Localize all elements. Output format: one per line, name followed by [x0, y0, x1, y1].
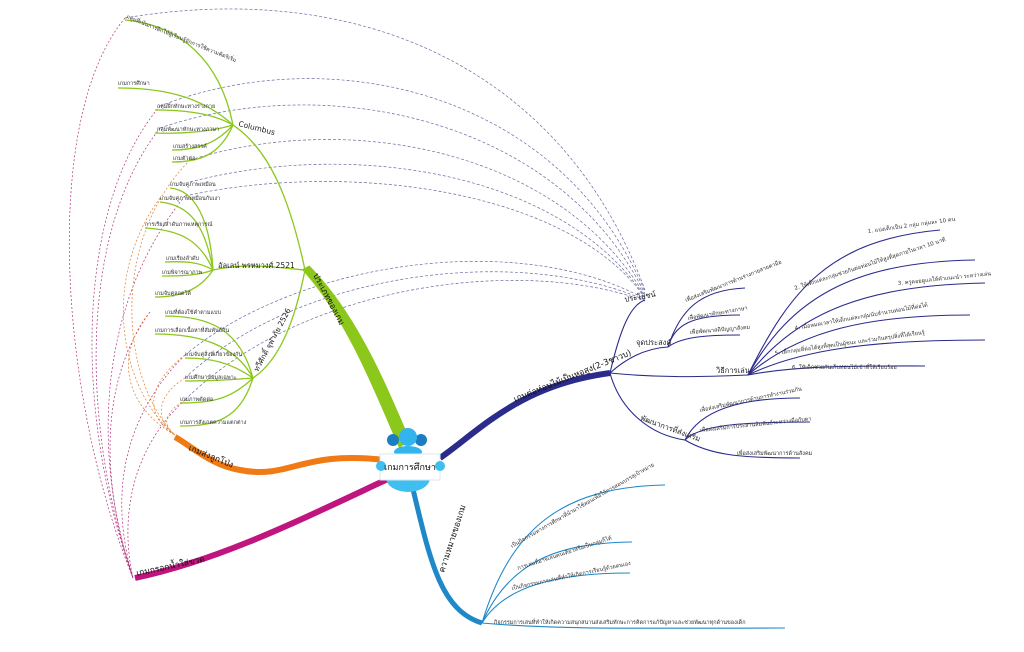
center-label: เกมการศึกษา	[384, 462, 436, 473]
meaning-label[interactable]: ความหมายของเกม	[437, 504, 468, 574]
list-item[interactable]: เพื่อพัฒนาทักษะทางภาษา	[687, 304, 748, 322]
list-item[interactable]: กลุ่มฝึกทักษะทางร่างกาย	[157, 103, 215, 110]
list-item[interactable]: เพื่อส่งเสริมการประสานสัมพันธ์ระหว่างมือ…	[699, 414, 811, 434]
objective-label[interactable]: จุดประสงค์	[636, 338, 671, 347]
list-item[interactable]: กลุ่มพัฒนาทักษะทางภาษา	[157, 126, 219, 133]
tower-label[interactable]: เกมต่อท่อนไม้เป็นหอสูง(2-3ชาวบ)	[512, 346, 633, 404]
columbus-items: กลุ่มที่เน้นการฝึกให้ผู้เรียนรู้จักการใช…	[118, 12, 238, 162]
list-item[interactable]: 1. แบ่งเด็กเป็น 2 กลุ่ม กลุ่มละ 10 คน	[867, 215, 956, 235]
list-item[interactable]: เกมพิจารณาภาพ	[162, 269, 203, 276]
branch-meaning	[409, 484, 483, 626]
list-item[interactable]: เกมการศึกษา	[118, 80, 150, 87]
list-item[interactable]: เกมภาพตัดต่อ	[180, 396, 213, 403]
tower-subbranches	[609, 229, 986, 459]
list-item[interactable]: เกมศึกษาข้อมูลเฉพาะ	[185, 374, 237, 381]
list-item[interactable]: เกมการเลือกเนื้อหาที่สัมพันธ์กัน	[155, 326, 229, 334]
types-label[interactable]: ประเภทของเกม	[310, 272, 346, 327]
benefit-label[interactable]: ประโยชน์	[624, 290, 657, 304]
meaning-subbranches	[481, 484, 786, 629]
howto-label[interactable]: วิธีการเล่น	[715, 366, 750, 375]
list-item[interactable]: เกมจับคู่ลอตโต้	[155, 289, 191, 297]
list-item[interactable]: เกมจับคู่ภาพเหมือน	[170, 181, 216, 188]
list-item[interactable]: เกมการสังเกตความแตกต่าง	[180, 419, 247, 426]
allen-label[interactable]: อัลเลน์ พรหมวงศ์ 2521	[218, 261, 295, 270]
relationship-lines	[69, 8, 646, 579]
branch-tower	[438, 370, 611, 461]
list-item[interactable]: เกมที่ต้องใช้คำตามแบบ	[165, 308, 222, 316]
list-item[interactable]: 4. เมื่อหมดเวลาให้เด็กแต่ละกลุ่มนับจำนวน…	[794, 301, 929, 332]
taweesak-items: เกมที่ต้องใช้คำตามแบบ เกมการเลือกเนื้อหา…	[155, 308, 247, 426]
list-item[interactable]: เกมจับคู่ภาพเหมือนกับเงา	[160, 195, 220, 202]
allen-items: เกมจับคู่ภาพเหมือน เกมจับคู่ภาพเหมือนกับ…	[145, 181, 220, 297]
balloon-label[interactable]: เกมส่งลูกโป่ง	[187, 443, 235, 471]
list-item[interactable]: การเรียงลำดับภาพเหตุการณ์	[145, 221, 213, 228]
list-item[interactable]: เกมจับคู่สิ่งที่เกี่ยวข้องกัน	[185, 350, 242, 358]
list-item[interactable]: เกมตัวต่อ	[173, 155, 195, 162]
list-item[interactable]: เพื่อส่งเสริมพัฒนาการด้านร่างกายสายตามือ	[684, 258, 783, 304]
branch-bottle	[134, 475, 392, 581]
columbus-label[interactable]: Columbus	[238, 119, 277, 137]
branch-balloon	[173, 434, 386, 476]
branch-types	[301, 265, 411, 448]
list-item[interactable]: เป็นกิจกรรมทางการศึกษาที่นำมาใช้สอนเพื่อ…	[509, 461, 656, 550]
bottle-label[interactable]: เกมกรอกน้ำใส่ขวด	[135, 553, 206, 579]
list-item[interactable]: เกมสร้างสรรค์	[173, 143, 207, 150]
howto-items: 1. แบ่งเด็กเป็น 2 กลุ่ม กลุ่มละ 10 คน 2.…	[774, 215, 991, 371]
list-item[interactable]: กลุ่มที่เน้นการฝึกให้ผู้เรียนรู้จักการใช…	[125, 12, 238, 64]
types-subbranches	[117, 19, 306, 427]
list-item[interactable]: เพื่อส่งเสริมพัฒนาการด้านสังคม	[737, 449, 813, 457]
list-item[interactable]: 6. ให้เด็กช่วยกันเก็บท่อนไม้เข้าที่ให้เร…	[792, 363, 897, 371]
list-item[interactable]: เกมเรียงลำดับ	[166, 255, 200, 262]
taweesak-label[interactable]: ทวีศักดิ์ จุฬาภัย 2526	[251, 306, 293, 373]
development-items: เพื่อส่งเสริมพัฒนาการด้านการทำงานร่วมกัน…	[699, 384, 813, 457]
meaning-items: เป็นกิจกรรมทางการศึกษาที่นำมาใช้สอนเพื่อ…	[493, 461, 745, 626]
list-item[interactable]: กิจกรรมการเล่นที่ทำให้เกิดความสนุกสนานส่…	[493, 618, 745, 626]
center-node[interactable]: เกมการศึกษา	[376, 428, 445, 492]
list-item[interactable]: เพื่อพัฒนาสติปัญญาสังคม	[689, 323, 750, 336]
objective-items: เพื่อส่งเสริมพัฒนาการด้านร่างกายสายตามือ…	[684, 258, 783, 336]
list-item[interactable]: เพื่อส่งเสริมพัฒนาการด้านการทำงานร่วมกัน	[699, 384, 803, 414]
